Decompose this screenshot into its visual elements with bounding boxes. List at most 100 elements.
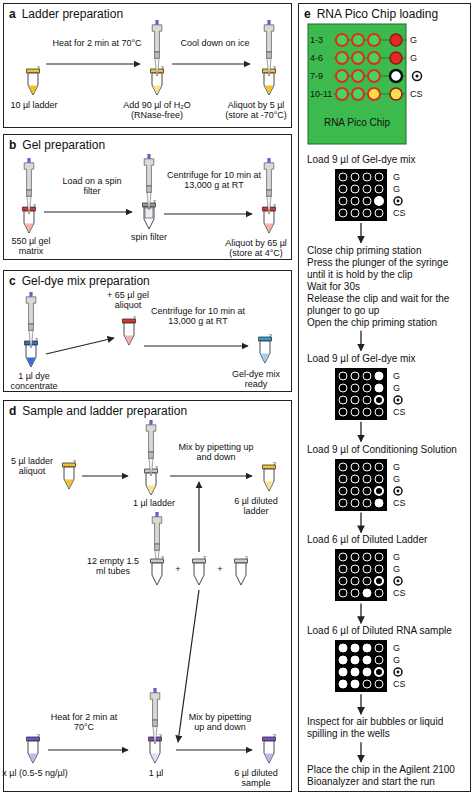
chip-well <box>375 396 383 404</box>
chip-well <box>351 565 359 573</box>
marker-symbol <box>394 487 402 495</box>
step-note: 1 µl dye concentrate <box>2 371 66 391</box>
chip-well <box>363 656 371 664</box>
panel-title: Gel-dye mix preparation <box>22 274 150 288</box>
step-box: Place the chip in the Agilent 2100 Bioan… <box>307 764 465 788</box>
chip-well <box>351 680 359 688</box>
chip-well <box>339 197 347 205</box>
step-box: Load 6 µl of Diluted LadderGGCS <box>307 534 465 601</box>
pipette <box>26 292 36 348</box>
chip-well <box>363 209 371 217</box>
chip-well <box>363 197 371 205</box>
step-note: 5 µl ladder aliquot <box>4 456 60 476</box>
chip-well <box>351 656 359 664</box>
step-note: Heat for 2 min at 70°C <box>52 38 142 48</box>
step-note: + <box>172 564 184 574</box>
flow-arrow <box>360 513 361 533</box>
well-label: G <box>393 172 400 182</box>
chip-label: CS <box>410 89 428 99</box>
chip-figure <box>307 169 437 221</box>
chip-well <box>339 553 347 561</box>
step-arrow <box>82 475 128 476</box>
step-text: Load 9 µl of Conditioning Solution <box>307 444 465 456</box>
chip-well <box>351 396 359 404</box>
step-note: 12 empty 1.5 ml tubes <box>82 556 144 576</box>
well-label: CS <box>393 407 406 417</box>
chip-well <box>375 197 383 205</box>
chip-well <box>363 565 371 573</box>
chip-well <box>339 185 347 193</box>
chip-well <box>375 185 383 193</box>
tube <box>27 66 40 95</box>
step-note: Add 90 µl of H₂O (RNase-free) <box>112 100 202 120</box>
step-arrow <box>48 749 128 750</box>
tube <box>123 316 136 345</box>
step-text: Load 9 µl of Gel-dye mix <box>307 154 465 166</box>
chip-area: GGCS <box>307 368 437 420</box>
chip-well <box>339 209 347 217</box>
step-note: Load on a spin filter <box>56 176 128 196</box>
step-note: Aliquot by 5 µl (store at -70°C) <box>222 100 290 120</box>
flow-arrow <box>360 603 361 623</box>
chip-well <box>339 644 347 652</box>
chip-body <box>335 169 387 221</box>
chip-well <box>339 577 347 585</box>
chip-well <box>351 644 359 652</box>
chip-well <box>351 197 359 205</box>
step-text: Close chip priming station <box>307 245 465 257</box>
step-arrow <box>46 338 114 354</box>
pipette <box>24 158 34 214</box>
step-note: Gel-dye mix ready <box>222 369 290 389</box>
tube <box>27 734 40 763</box>
chip-label: 10-11 <box>310 89 336 99</box>
liquid <box>25 224 34 233</box>
chip-well <box>351 668 359 676</box>
liquid <box>125 336 134 345</box>
chip-well <box>351 475 359 483</box>
panel-letter: b <box>9 138 16 152</box>
chip-well <box>339 173 347 181</box>
chip-area: GGCS <box>307 549 437 601</box>
panel-title: Sample and ladder preparation <box>22 404 187 418</box>
tube <box>151 556 164 585</box>
step-arrow <box>198 482 199 552</box>
pipette <box>150 688 160 744</box>
chip-area: GGCS <box>307 459 437 511</box>
panel-title: RNA Pico Chip loading <box>317 7 438 21</box>
chip-well <box>375 577 383 585</box>
chip-well <box>339 589 347 597</box>
chip-well <box>375 680 383 688</box>
pipette <box>264 158 274 214</box>
flow-arrow <box>360 331 361 351</box>
step-box: Load 9 µl of Conditioning SolutionGGCS <box>307 444 465 511</box>
chip-well <box>363 499 371 507</box>
step-note: 6 µl diluted sample <box>222 768 290 788</box>
well-label: CS <box>393 208 406 218</box>
chip-well <box>339 396 347 404</box>
chip-well <box>351 185 359 193</box>
well-label: CS <box>393 588 406 598</box>
marker-symbol <box>394 577 402 585</box>
chip-well <box>363 589 371 597</box>
chip-well <box>363 680 371 688</box>
chip-well <box>339 372 347 380</box>
chip-body <box>335 549 387 601</box>
step-note: x µl (0.5-5 ng/µl) <box>2 768 68 778</box>
chip-well <box>375 644 383 652</box>
chip-well <box>339 384 347 392</box>
marker-dot <box>397 580 400 583</box>
liquid <box>29 754 38 763</box>
marker-symbol <box>413 72 422 81</box>
panel-header: eRNA Pico Chip loading <box>299 4 470 24</box>
well-label: G <box>393 474 400 484</box>
panel-letter: d <box>9 404 16 418</box>
step-text: Load 6 µl of Diluted Ladder <box>307 534 465 546</box>
chip-well <box>375 463 383 471</box>
chip-well <box>351 553 359 561</box>
chip-body <box>335 640 387 692</box>
chip-well <box>375 565 383 573</box>
step-note: Aliquot by 65 µl (store at 4°C) <box>222 238 290 258</box>
well-label: G <box>393 564 400 574</box>
well-label: G <box>393 655 400 665</box>
step-text: Open the chip priming station <box>307 317 465 329</box>
